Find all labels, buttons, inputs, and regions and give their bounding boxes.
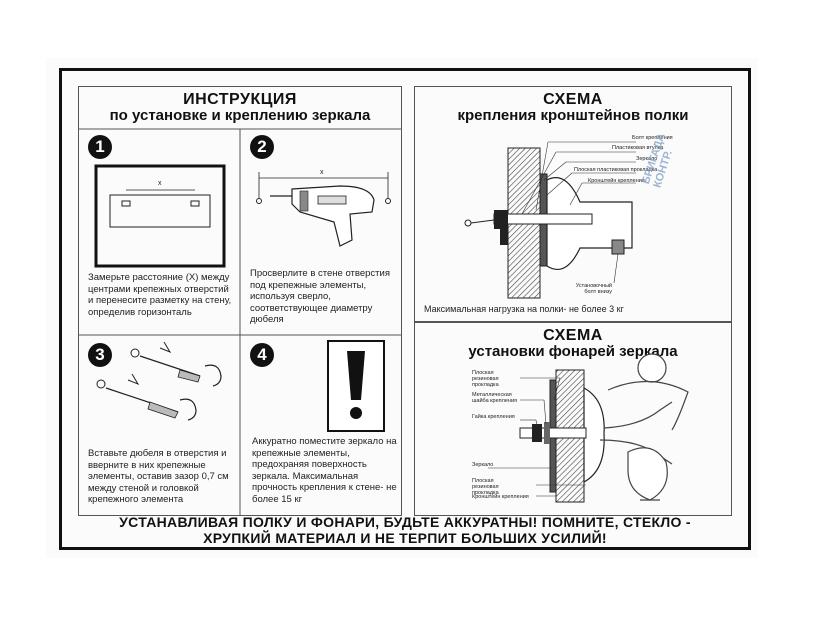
shelf-label-bolt: Болт крепления xyxy=(632,135,673,141)
step-2-x-marker: x xyxy=(320,169,324,176)
shelf-label-plastic-sleeve: Пластиковая втулка xyxy=(612,145,664,151)
lamp-label-nut: Гайка крепления xyxy=(472,414,515,420)
step-2-text: Просверлите в стене отверстия под крепеж… xyxy=(250,268,390,326)
lamp-label-metal-washer: Металлическая шайба крепления xyxy=(472,392,518,404)
step-3-number: 3 xyxy=(88,343,112,367)
shelf-label-setscrew: Установочный болт внизу xyxy=(575,283,612,295)
shelf-label-plastic-gasket: Плоская пластиковая прокладка xyxy=(574,167,658,173)
shelf-label-mirror: Зеркало xyxy=(636,156,658,162)
shelf-scheme-panel: СХЕМА крепления кронштейнов полки xyxy=(414,86,732,322)
step-4-number: 4 xyxy=(250,343,274,367)
step-2-number: 2 xyxy=(250,135,274,159)
lamp-scheme-subtitle: установки фонарей зеркала xyxy=(468,343,678,360)
warning-footer-line-2: ХРУПКИЙ МАТЕРИАЛ И НЕ ТЕРПИТ БОЛЬШИХ УСИ… xyxy=(203,530,607,546)
shelf-scheme-subtitle: крепления кронштейнов полки xyxy=(457,107,689,124)
shelf-max-load: Максимальная нагрузка на полки- не более… xyxy=(424,304,624,314)
lamp-scheme-panel: СХЕМА установки фонарей зеркала xyxy=(414,322,732,516)
lamp-scheme-title: СХЕМА xyxy=(543,327,603,344)
document-frame xyxy=(59,68,751,550)
lamp-label-rubber-gasket-bottom: Плоская резиновая прокладка xyxy=(472,478,499,496)
shelf-label-bracket: Кронштейн крепления xyxy=(588,178,645,184)
lamp-label-mirror: Зеркало xyxy=(472,462,494,468)
step-1-x-marker: x xyxy=(158,180,162,187)
step-3-text: Вставьте дюбеля в отверстия и вверните в… xyxy=(88,448,229,506)
instruction-subtitle: по установке и креплению зеркала xyxy=(109,107,371,124)
shelf-scheme-title: СХЕМА xyxy=(543,91,603,108)
lamp-label-rubber-gasket-top: Плоская резиновая прокладка xyxy=(472,370,499,388)
step-4-text: Аккуратно поместите зеркало на крепежные… xyxy=(252,436,397,505)
lamp-label-bracket: Кронштейн крепления xyxy=(472,494,529,500)
instruction-title: ИНСТРУКЦИЯ xyxy=(183,91,297,108)
warning-footer-line-1: УСТАНАВЛИВАЯ ПОЛКУ И ФОНАРИ, БУДЬТЕ АККУ… xyxy=(119,514,691,530)
step-1-number: 1 xyxy=(88,135,112,159)
step-1-text: Замерьте расстояние (Х) между центрами к… xyxy=(88,272,232,318)
